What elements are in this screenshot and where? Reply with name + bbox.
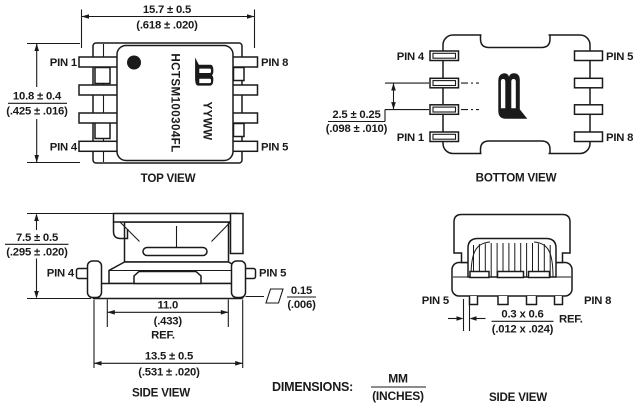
side-view-end: 0.3 x 0.6 (.012 x .024) REF. PIN 5 PIN 8…: [422, 213, 611, 404]
arrow-down-icon: [34, 291, 39, 299]
side-front-pin5-label: PIN 5: [259, 268, 286, 280]
pitch-in: (.098 ± .010): [326, 123, 388, 135]
winding-foot: [469, 270, 490, 279]
body-width-ref: REF.: [151, 330, 175, 342]
arrow-up-icon: [34, 43, 39, 51]
top-view-pin5-label: PIN 5: [261, 141, 288, 153]
latch-tab: [232, 122, 245, 138]
top-width-mm: 15.7 ± 0.5: [143, 4, 191, 16]
side-view-front: 7.5 ± 0.5 (.295 ± .020) 11.0 (.433) REF.…: [5, 212, 316, 400]
arrow-left-icon: [81, 14, 89, 19]
footer-units-note: DIMENSIONS: MM (INCHES): [272, 372, 426, 403]
side-height-dimension: 7.5 ± 0.5 (.295 ± .020): [5, 212, 113, 300]
lead-span-in: (.531 ± .020): [138, 367, 200, 379]
units-mm: MM: [388, 372, 408, 386]
side-front-pin4-label: PIN 4: [47, 268, 75, 280]
lead-right-hook: [230, 260, 247, 299]
arrow-left-icon: [94, 361, 102, 366]
bottom-view-pitch-dimension: 2.5 ± 0.25 (.098 ± .010): [326, 82, 429, 135]
end-lead-dimension: 0.3 x 0.6 (.012 x .024) REF.: [448, 299, 583, 336]
latch-tab: [232, 66, 245, 82]
side-view-front-label: SIDE VIEW: [132, 387, 190, 400]
body-width-in: (.433): [154, 316, 183, 328]
top-view-pin4-label: PIN 4: [50, 141, 78, 153]
bottom-view-label: BOTTOM VIEW: [476, 172, 557, 185]
bottom-view-pin8-label: PIN 8: [606, 132, 633, 144]
winding-foot: [496, 270, 525, 279]
top-view: 15.7 ± 0.5 (.618 ± .020) 10.8 ± 0.4 (.42…: [6, 4, 288, 185]
side-view-end-body: [451, 213, 573, 306]
cap-right-clip: [229, 212, 244, 255]
pitch-mm: 2.5 ± 0.25: [332, 109, 380, 121]
pin1-marker-dot: [127, 55, 141, 70]
end-pins: [468, 296, 564, 306]
arrow-down-icon: [34, 155, 39, 163]
bottom-view-pin1-label: PIN 1: [397, 132, 424, 144]
side-lead-span-dimension: 13.5 ± 0.5 (.531 ± .020): [93, 299, 244, 379]
bottom-view-pin4-label: PIN 4: [397, 51, 425, 63]
body-top-notch: [479, 35, 551, 49]
bottom-view-pin5-label: PIN 5: [606, 51, 633, 63]
side-view-end-label: SIDE VIEW: [489, 391, 547, 404]
cap-left-clip: [112, 222, 129, 240]
body-slot: [142, 246, 208, 257]
bottom-view: 2.5 ± 0.25 (.098 ± .010) PIN 4 PIN 1 PIN…: [326, 33, 633, 185]
part-number-marking: HCTSM100304FL: [169, 53, 182, 152]
side-body-width-dimension: 11.0 (.433) REF.: [106, 299, 229, 342]
latch-tab: [94, 66, 111, 85]
base-center-tab: [133, 270, 202, 285]
arrow-right-icon: [247, 14, 255, 19]
body-bottom-notch: [479, 140, 551, 154]
coplanarity-note: 0.15 (.006): [245, 285, 316, 311]
top-width-in: (.618 ± .020): [136, 20, 198, 32]
side-end-pin8-label: PIN 8: [584, 295, 611, 307]
top-view-label: TOP VIEW: [141, 172, 196, 185]
arrow-right-icon: [220, 310, 229, 315]
coplanarity-mm: 0.15: [291, 285, 312, 297]
end-lead-ref: REF.: [559, 314, 583, 326]
arrow-right-icon: [456, 316, 464, 321]
units-inches: (INCHES): [372, 389, 424, 403]
flatness-symbol-icon: [265, 288, 284, 304]
top-view-pin8-label: PIN 8: [261, 57, 288, 69]
base-plate: [91, 282, 245, 300]
end-lead-in: (.012 x .024): [492, 324, 554, 336]
end-lead-mm: 0.3 x 0.6: [501, 309, 543, 321]
side-end-pin5-label: PIN 5: [422, 295, 449, 307]
top-height-mm: 10.8 ± 0.4: [13, 91, 62, 103]
dimensions-label: DIMENSIONS:: [272, 380, 353, 394]
arrow-left-icon: [469, 316, 477, 321]
arrow-up-icon: [34, 213, 39, 221]
latch-tab: [94, 121, 111, 140]
arrow-left-icon: [107, 310, 115, 315]
winding-block: [467, 237, 557, 278]
side-view-front-body: [75, 212, 257, 300]
coplanarity-in: (.006): [287, 299, 316, 311]
side-height-in: (.295 ± .020): [6, 247, 68, 259]
bottom-view-pins: [429, 50, 604, 143]
lead-left-hook: [86, 260, 103, 299]
lead-span-mm: 13.5 ± 0.5: [145, 351, 193, 363]
top-view-pin1-label: PIN 1: [50, 57, 77, 69]
arrow-down-icon: [391, 102, 396, 110]
arrow-right-icon: [235, 361, 243, 366]
body-width-mm: 11.0: [158, 300, 179, 312]
arrow-up-icon: [391, 83, 396, 91]
winding-foot: [527, 270, 551, 279]
top-view-width-dimension: 15.7 ± 0.5 (.618 ± .020): [80, 4, 256, 48]
date-code-marking: YYWW: [201, 102, 214, 141]
top-height-in: (.425 ± .016): [6, 106, 68, 118]
side-height-mm: 7.5 ± 0.5: [16, 232, 58, 244]
top-view-height-dimension: 10.8 ± 0.4 (.425 ± .016): [6, 42, 80, 164]
top-view-body: HCTSM100304FL YYWW: [78, 42, 259, 164]
